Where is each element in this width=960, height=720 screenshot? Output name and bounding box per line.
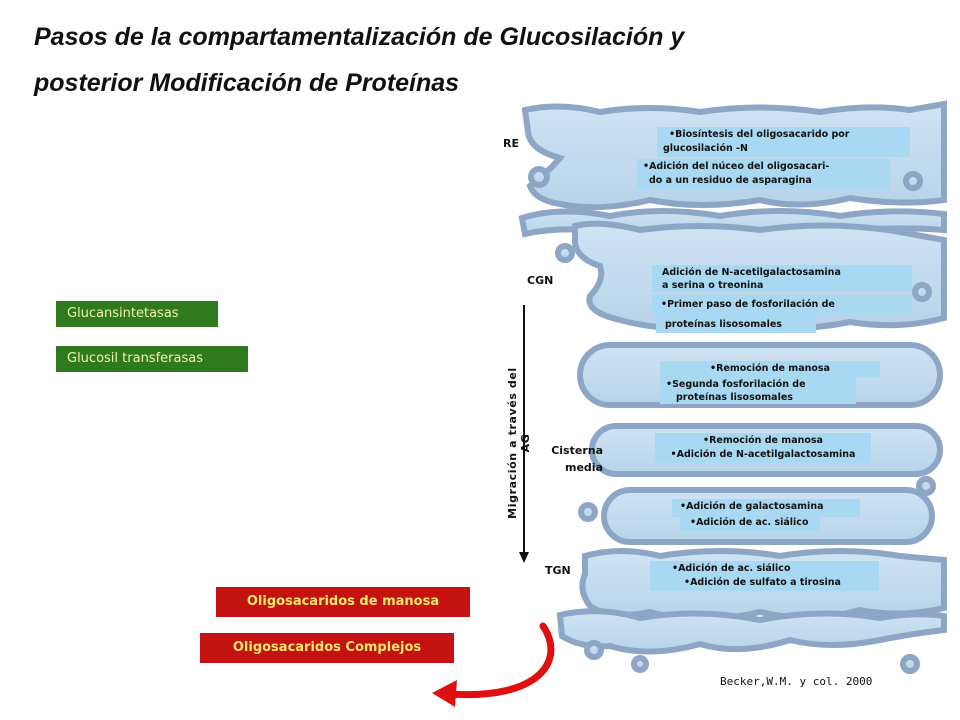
step-media: •Remoción de manosa •Adición de N-acetil… [655,433,871,463]
step-c5-siálico: •Adición de ac. siálico [680,515,820,531]
title-line-1: Pasos de la compartamentalización de Glu… [34,23,685,51]
step-re-adicion-nucleo: •Adición del núceo del oligosacari- do a… [637,159,890,189]
migration-arrow-head [519,552,529,563]
step-cgn-fosforilacion-b: proteínas lisosomales [656,314,816,333]
step-cgn-acetilgalactosamina: Adición de N-acetilgalactosamina a serin… [652,265,912,292]
step-c3-remocion-manosa: •Remoción de manosa [660,361,880,377]
slide-title: Pasos de la compartamentalización de Glu… [34,14,934,106]
vesicle [584,640,604,660]
step-tgn: •Adición de ac. siálico •Adición de sulf… [650,561,879,591]
label-cisterna-media: Cisterna media [551,444,603,474]
enzyme-glucosil-transferasas: Glucosil transferasas [56,346,248,372]
enzyme-glucansintetasas: Glucansintetasas [56,301,218,327]
step-c3-segunda-fosforilacion: •Segunda fosforilación de proteínas liso… [660,377,856,404]
red-arrow-head [432,680,457,707]
tgn-tubules [556,608,947,655]
vesicle [528,166,550,188]
label-re: RE [503,137,519,150]
vesicle [916,476,936,496]
oligo-manosa-box: Oligosacaridos de manosa [216,587,470,617]
step-re-biosintesis: •Biosíntesis del oligosacarido por gluco… [657,127,910,157]
vesicle [555,243,575,263]
vesicle [912,282,932,302]
vesicle [578,502,598,522]
step-cgn-fosforilacion-a: •Primer paso de fosforilación de [652,295,912,314]
vesicle [900,654,920,674]
label-cgn: CGN [527,274,554,287]
source-credit: Becker,W.M. y col. 2000 [720,675,873,688]
migration-label: Migración a través del AG [506,367,532,519]
vesicle [631,655,649,673]
red-curved-arrow [446,622,555,699]
label-tgn: TGN [545,564,571,577]
oligo-complejos-box: Oligosacaridos Complejos [200,633,454,663]
vesicle [903,171,923,191]
title-line-2: posterior Modificación de Proteínas [34,69,460,97]
step-c5-galactosamina: •Adición de galactosamina [672,499,860,517]
